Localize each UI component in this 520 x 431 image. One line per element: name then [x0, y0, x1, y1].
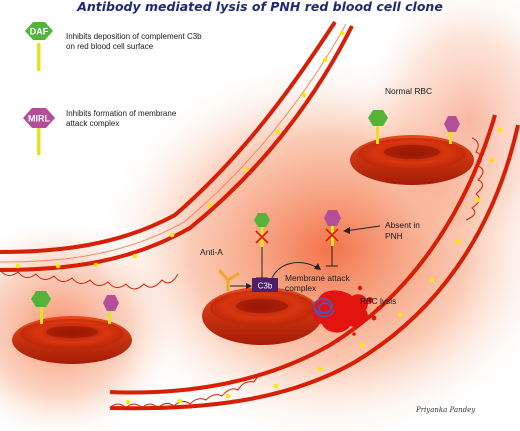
- background-glow-right: [360, 0, 520, 260]
- mirl-desc-line2: attack complex: [66, 119, 119, 128]
- left-daf-stem: [40, 306, 43, 324]
- left-daf-icon: [31, 291, 51, 307]
- left-mirl-stem: [108, 308, 111, 324]
- legend-daf: DAF Inhibits deposition of complement C3…: [25, 22, 202, 71]
- anti-a-label: Anti-A: [200, 247, 223, 257]
- pnh-rbc: [202, 287, 322, 345]
- lysis-burst: [311, 285, 380, 343]
- normal-daf-stem: [376, 124, 379, 144]
- mirl-stem: [37, 127, 41, 155]
- absent-label-line1: Absent in: [385, 220, 420, 230]
- absent-mirl-icon: [324, 210, 341, 226]
- normal-rbc-label: Normal RBC: [385, 86, 432, 96]
- anti-a-antibody-icon: [218, 269, 240, 292]
- vessel-lower-cells: [109, 137, 484, 409]
- vessel-upper-cells: [0, 269, 179, 290]
- c3b-box: [252, 278, 278, 292]
- normal-daf-icon: [368, 110, 388, 126]
- rbc-lysis-label: RBC lysis: [360, 296, 396, 306]
- left-mirl-icon: [103, 295, 119, 311]
- absent-pointer-arrow: [344, 225, 381, 232]
- left-rbc: [12, 291, 132, 364]
- normal-mirl-stem: [449, 128, 452, 144]
- daf-desc-line1: Inhibits deposition of complement C3b: [66, 32, 202, 41]
- c3b-to-mac-arrowhead: [314, 263, 321, 270]
- daf-key-label: DAF: [30, 27, 49, 37]
- c3b-to-mac-arrow: [271, 262, 319, 279]
- absent-mirl: [324, 210, 341, 267]
- mirl-hexagon-icon: [23, 108, 55, 128]
- mac-label-line2: complex: [285, 283, 317, 293]
- absent-daf-cross-icon: [255, 230, 269, 244]
- author-signature: Priyanka Pandey: [415, 406, 476, 414]
- absent-pointer-arrowhead: [343, 227, 350, 234]
- absent-daf-icon: [254, 213, 270, 227]
- absent-mirl-cross-icon: [325, 228, 339, 242]
- anti-a-arrowhead: [246, 283, 252, 289]
- vessel-lower: [109, 114, 520, 411]
- vessel-upper: [0, 20, 354, 272]
- normal-rbc: [350, 110, 474, 185]
- mirl-key-label: MIRL: [28, 114, 50, 124]
- mirl-inhibit-arrow: [326, 246, 338, 267]
- absent-label-line2: PNH: [385, 231, 403, 241]
- diagram-title: Antibody mediated lysis of PNH red blood…: [76, 0, 443, 14]
- daf-desc-line2: on red blood cell surface: [66, 42, 154, 51]
- vessel-lower-dots: [125, 127, 503, 405]
- legend-mirl: MIRL Inhibits formation of membrane atta…: [23, 108, 177, 155]
- mac-pore-icon: [313, 298, 335, 318]
- daf-hexagon-icon: [25, 22, 53, 40]
- mac-label-line1: Membrane attack: [285, 273, 351, 283]
- daf-stem: [37, 43, 41, 71]
- normal-mirl-icon: [444, 116, 460, 132]
- vessel-upper-dots: [15, 30, 345, 269]
- mirl-desc-line1: Inhibits formation of membrane: [66, 109, 177, 118]
- c3b-label: C3b: [258, 282, 273, 291]
